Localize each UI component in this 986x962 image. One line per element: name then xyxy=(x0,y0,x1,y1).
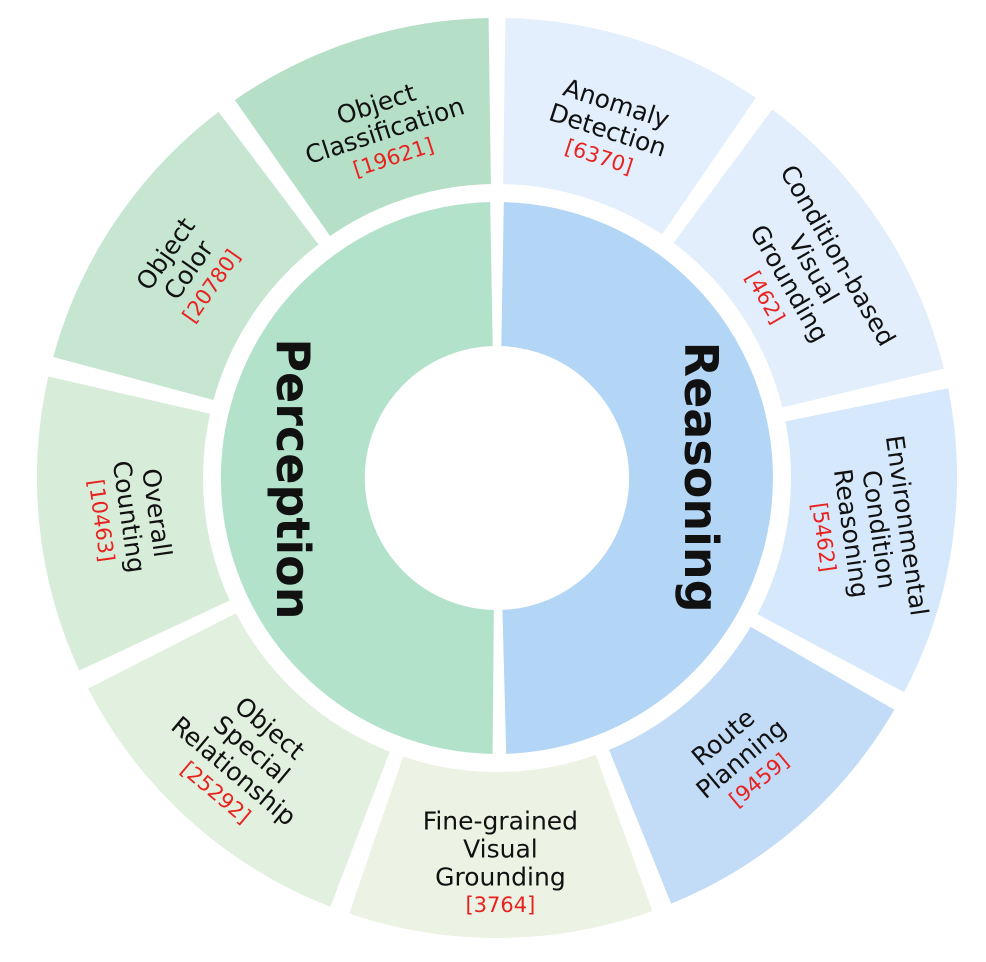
perception-arc xyxy=(216,198,498,758)
reasoning-arc xyxy=(497,198,777,758)
fine-grained-visual-grounding-count: [3764] xyxy=(465,893,535,917)
fine-grained-visual-grounding-label-line: Visual xyxy=(463,835,538,864)
object-color-tile xyxy=(48,107,324,405)
fine-grained-visual-grounding-label-line: Grounding xyxy=(435,863,566,892)
object-classification-tile xyxy=(230,14,495,241)
fine-grained-visual-grounding-label-line: Fine-grained xyxy=(423,807,578,836)
anomaly-detection-tile xyxy=(499,14,761,240)
object-special-relationship-tile xyxy=(83,608,395,912)
fine-grained-visual-grounding-tile xyxy=(344,750,658,942)
environmental-condition-reasoning-tile xyxy=(752,383,961,697)
condition-based-visual-grounding-tile xyxy=(668,104,949,412)
route-planning-tile xyxy=(604,622,900,909)
perception-label: Perception xyxy=(266,338,320,619)
reasoning-label: Reasoning xyxy=(674,342,728,613)
overall-counting-tile xyxy=(33,372,235,676)
